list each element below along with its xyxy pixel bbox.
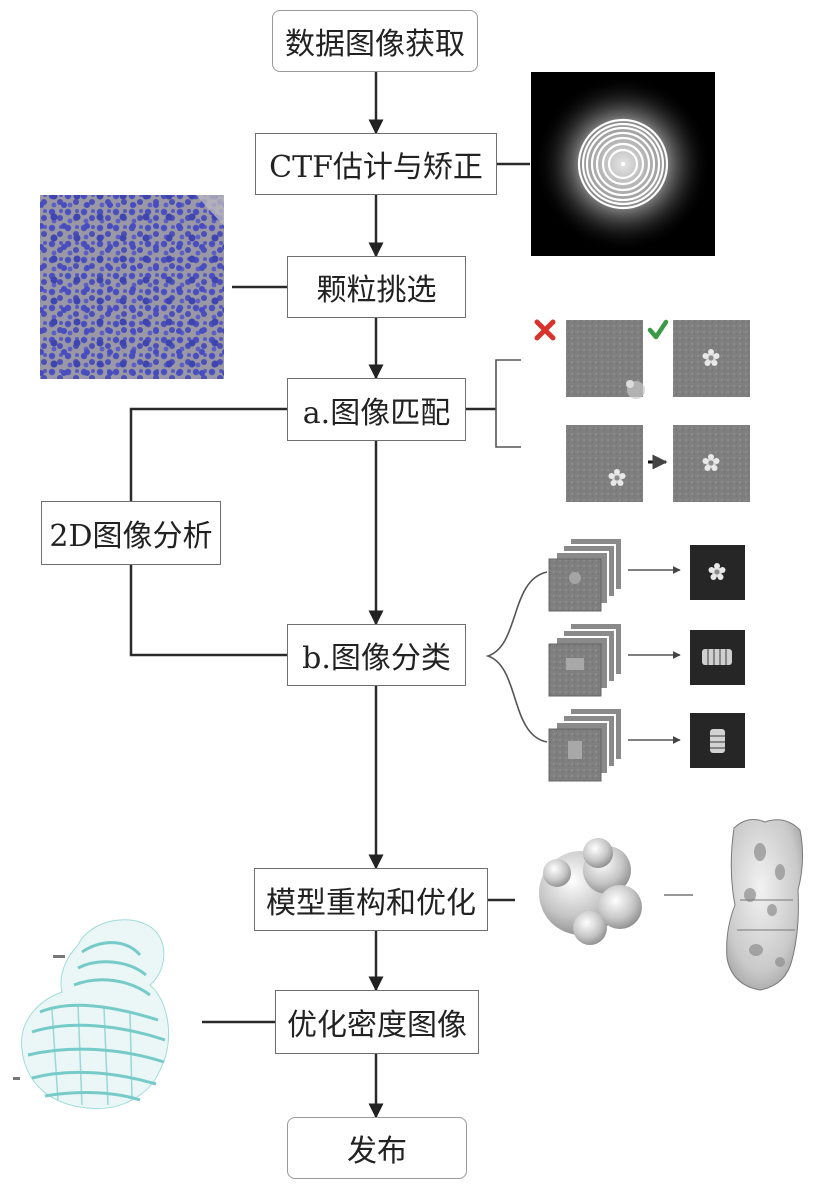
cross-icon [534, 319, 556, 341]
classify-brace [485, 571, 548, 743]
step-model-reconstruction: 模型重构和优化 [254, 868, 488, 931]
matching-panel-centered [673, 425, 750, 502]
class-average-side-view [690, 630, 745, 685]
initial-3d-model [539, 838, 642, 945]
step-data-acquisition: 数据图像获取 [272, 10, 478, 72]
refined-3d-density-map [726, 819, 804, 991]
step-2d-image-analysis: 2D图像分析 [41, 501, 221, 565]
class-average-tilted-view [690, 713, 745, 768]
matching-panel-rejected [566, 320, 645, 399]
step-ctf-estimation: CTF估计与矫正 [255, 133, 497, 195]
matching-panel-offcenter [566, 425, 643, 502]
checkmark-icon [647, 319, 669, 340]
class-stack-1 [548, 537, 623, 612]
step-image-matching: a.图像匹配 [287, 378, 466, 441]
step-publish: 发布 [287, 1117, 467, 1179]
step-particle-picking: 颗粒挑选 [287, 256, 466, 318]
ctf-power-spectrum-image [531, 72, 715, 256]
class-average-top-view [690, 545, 745, 600]
matching-bracket [495, 359, 521, 448]
step-density-refinement: 优化密度图像 [275, 990, 479, 1054]
atomic-model-image [21, 919, 170, 1110]
step-image-classification: b.图像分类 [287, 624, 466, 686]
particle-picking-micrograph [40, 195, 224, 379]
class-stack-3 [548, 707, 623, 782]
class-stack-2 [548, 622, 623, 697]
matching-panel-accepted [673, 320, 750, 397]
